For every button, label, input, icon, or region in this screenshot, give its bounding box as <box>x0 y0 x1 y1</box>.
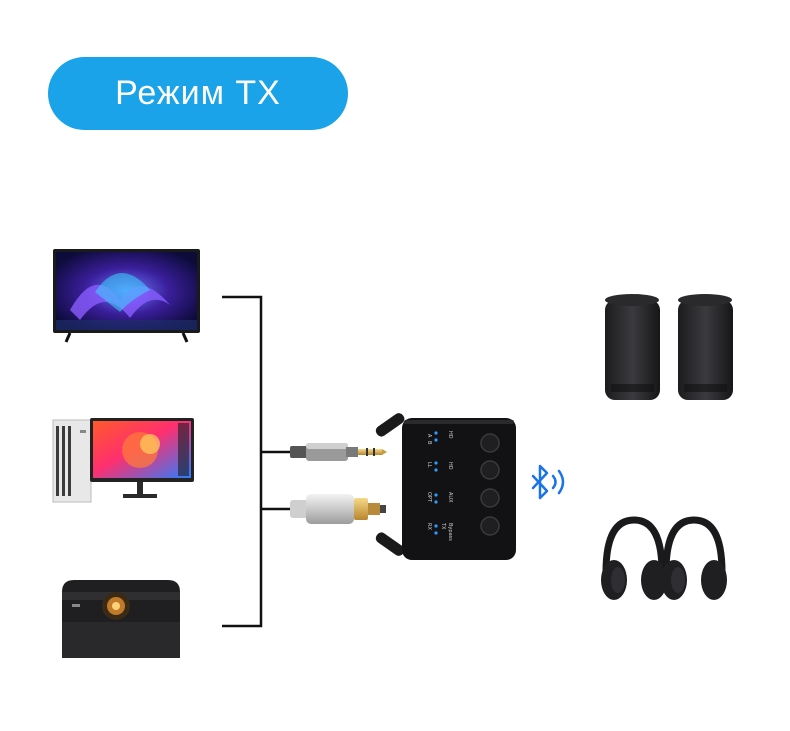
label-tx: TX <box>440 522 446 530</box>
device-button <box>481 461 499 479</box>
device-button <box>481 434 499 452</box>
label-bypass: Bypass <box>447 523 453 541</box>
connection-lines <box>222 297 292 626</box>
optical-cable-icon <box>290 494 386 524</box>
tv-icon <box>53 249 200 342</box>
label-ll: LL <box>426 462 432 468</box>
speaker-icon <box>678 294 733 400</box>
headphones-icon <box>661 520 727 600</box>
aux-cable-icon <box>290 443 387 461</box>
projector-icon <box>62 580 180 658</box>
label-rx: RX <box>426 523 432 530</box>
desktop-computer-icon <box>53 418 194 502</box>
bt-transmitter-device: A B HD LL HD OPT AUX RX TX Bypass <box>374 411 516 560</box>
speaker-icon <box>605 294 660 400</box>
label-channel-b: B <box>426 441 432 445</box>
headphones-icon <box>601 520 667 600</box>
label-hd: HD <box>447 431 453 439</box>
label-hd-2: HD <box>447 462 453 470</box>
label-channel-a: A <box>426 434 432 438</box>
device-button <box>481 517 499 535</box>
bluetooth-icon <box>533 466 563 498</box>
label-aux: AUX <box>447 492 453 503</box>
device-button <box>481 489 499 507</box>
label-opt: OPT <box>426 492 432 503</box>
